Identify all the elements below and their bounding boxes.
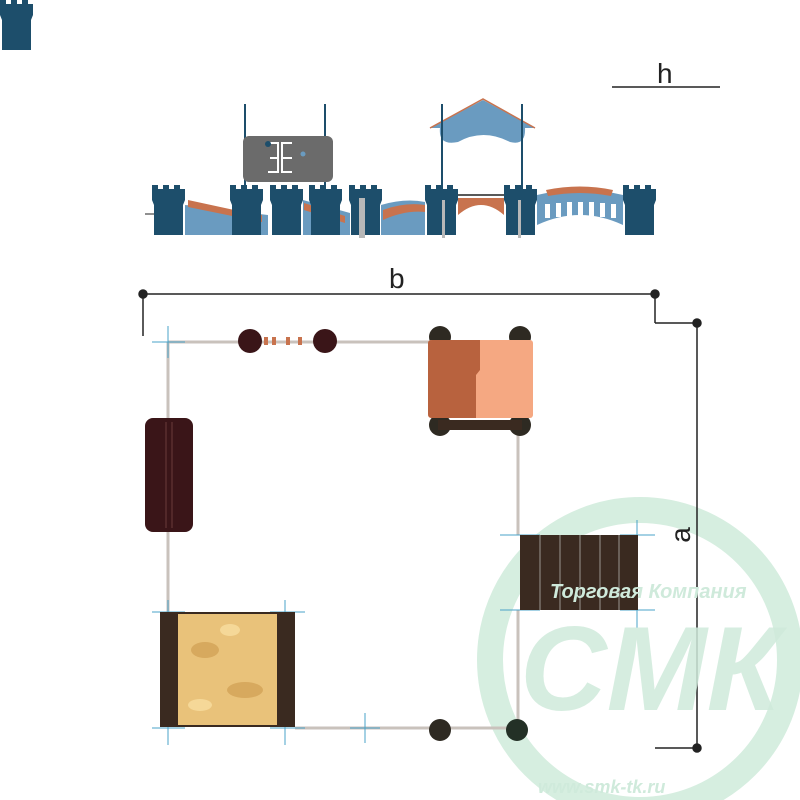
watermark-ring — [477, 497, 800, 800]
watermark-brand: СМК — [520, 602, 788, 736]
post-platform — [238, 329, 262, 353]
bridge-plan — [520, 535, 638, 610]
height-dimension: h — [612, 58, 720, 89]
watermark-company: Торговая Компания — [550, 581, 747, 603]
width-label: b — [389, 263, 405, 294]
post-plan — [506, 719, 528, 741]
watermark-url: www.smk-tk.ru — [538, 777, 665, 797]
height-label: h — [657, 58, 673, 89]
slide-plan — [145, 418, 193, 532]
sandbox-plan — [160, 612, 295, 727]
depth-dimension — [655, 318, 702, 753]
plan-view — [145, 326, 655, 745]
width-dimension — [138, 289, 660, 336]
watermark-logo: Торговая Компания СМК www.smk-tk.ru — [520, 581, 788, 797]
roofed-tower-plan — [428, 326, 533, 436]
post-platform — [313, 329, 337, 353]
depth-label: a — [665, 527, 696, 543]
post-plan — [429, 719, 451, 741]
front-elevation — [0, 0, 656, 238]
towers — [0, 0, 656, 235]
